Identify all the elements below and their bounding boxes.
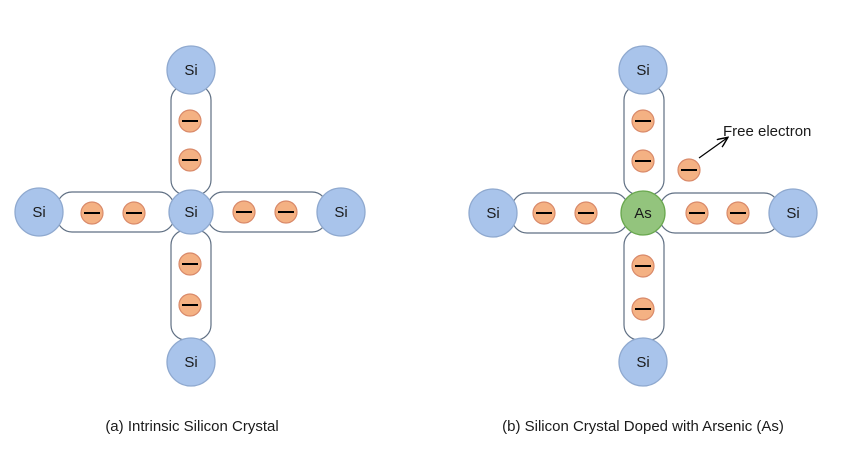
free-electron	[677, 158, 701, 182]
electron	[232, 200, 256, 224]
bond-left	[511, 192, 629, 234]
atom-right	[316, 187, 366, 237]
atom-left	[468, 188, 518, 238]
diagram-intrinsic: Si Si Si Si Si (a) Intrinsic Silicon Cry…	[14, 45, 366, 435]
electron	[574, 201, 598, 225]
bond-right	[207, 191, 328, 233]
atom-top-label: Si	[636, 62, 649, 79]
electron	[685, 201, 709, 225]
diagram-doped: Free electron Si Si Si Si As (b) Silicon…	[468, 45, 818, 435]
atom-center-dopant	[620, 190, 666, 236]
atom-center-label: As	[634, 205, 652, 222]
bond-right	[659, 192, 780, 234]
atom-left	[14, 187, 64, 237]
atom-center	[168, 189, 214, 235]
electron	[726, 201, 750, 225]
electron	[532, 201, 556, 225]
atom-top	[166, 45, 216, 95]
atom-center-label: Si	[184, 204, 197, 221]
electron	[274, 200, 298, 224]
atom-left-label: Si	[486, 205, 499, 222]
atom-top	[618, 45, 668, 95]
electron	[631, 109, 655, 133]
bond-top	[623, 84, 665, 196]
atom-bottom	[618, 337, 668, 387]
electron	[122, 201, 146, 225]
electron	[631, 297, 655, 321]
atom-left-label: Si	[32, 204, 45, 221]
atom-bottom-label: Si	[184, 354, 197, 371]
caption-a: (a) Intrinsic Silicon Crystal	[105, 418, 278, 435]
free-electron-label: Free electron	[723, 123, 811, 140]
free-electron-arrow	[698, 138, 727, 159]
electron	[80, 201, 104, 225]
electron	[178, 252, 202, 276]
electron	[178, 109, 202, 133]
bond-bottom	[623, 229, 665, 341]
bond-bottom	[170, 229, 212, 341]
electron	[178, 148, 202, 172]
electron	[178, 293, 202, 317]
atom-bottom-label: Si	[636, 354, 649, 371]
electron	[631, 149, 655, 173]
electron	[631, 254, 655, 278]
bond-left	[56, 191, 175, 233]
atom-right-label: Si	[786, 205, 799, 222]
atom-right-label: Si	[334, 204, 347, 221]
atom-top-label: Si	[184, 62, 197, 79]
atom-bottom	[166, 337, 216, 387]
atom-right	[768, 188, 818, 238]
caption-b: (b) Silicon Crystal Doped with Arsenic (…	[502, 418, 784, 435]
bond-top	[170, 84, 212, 196]
